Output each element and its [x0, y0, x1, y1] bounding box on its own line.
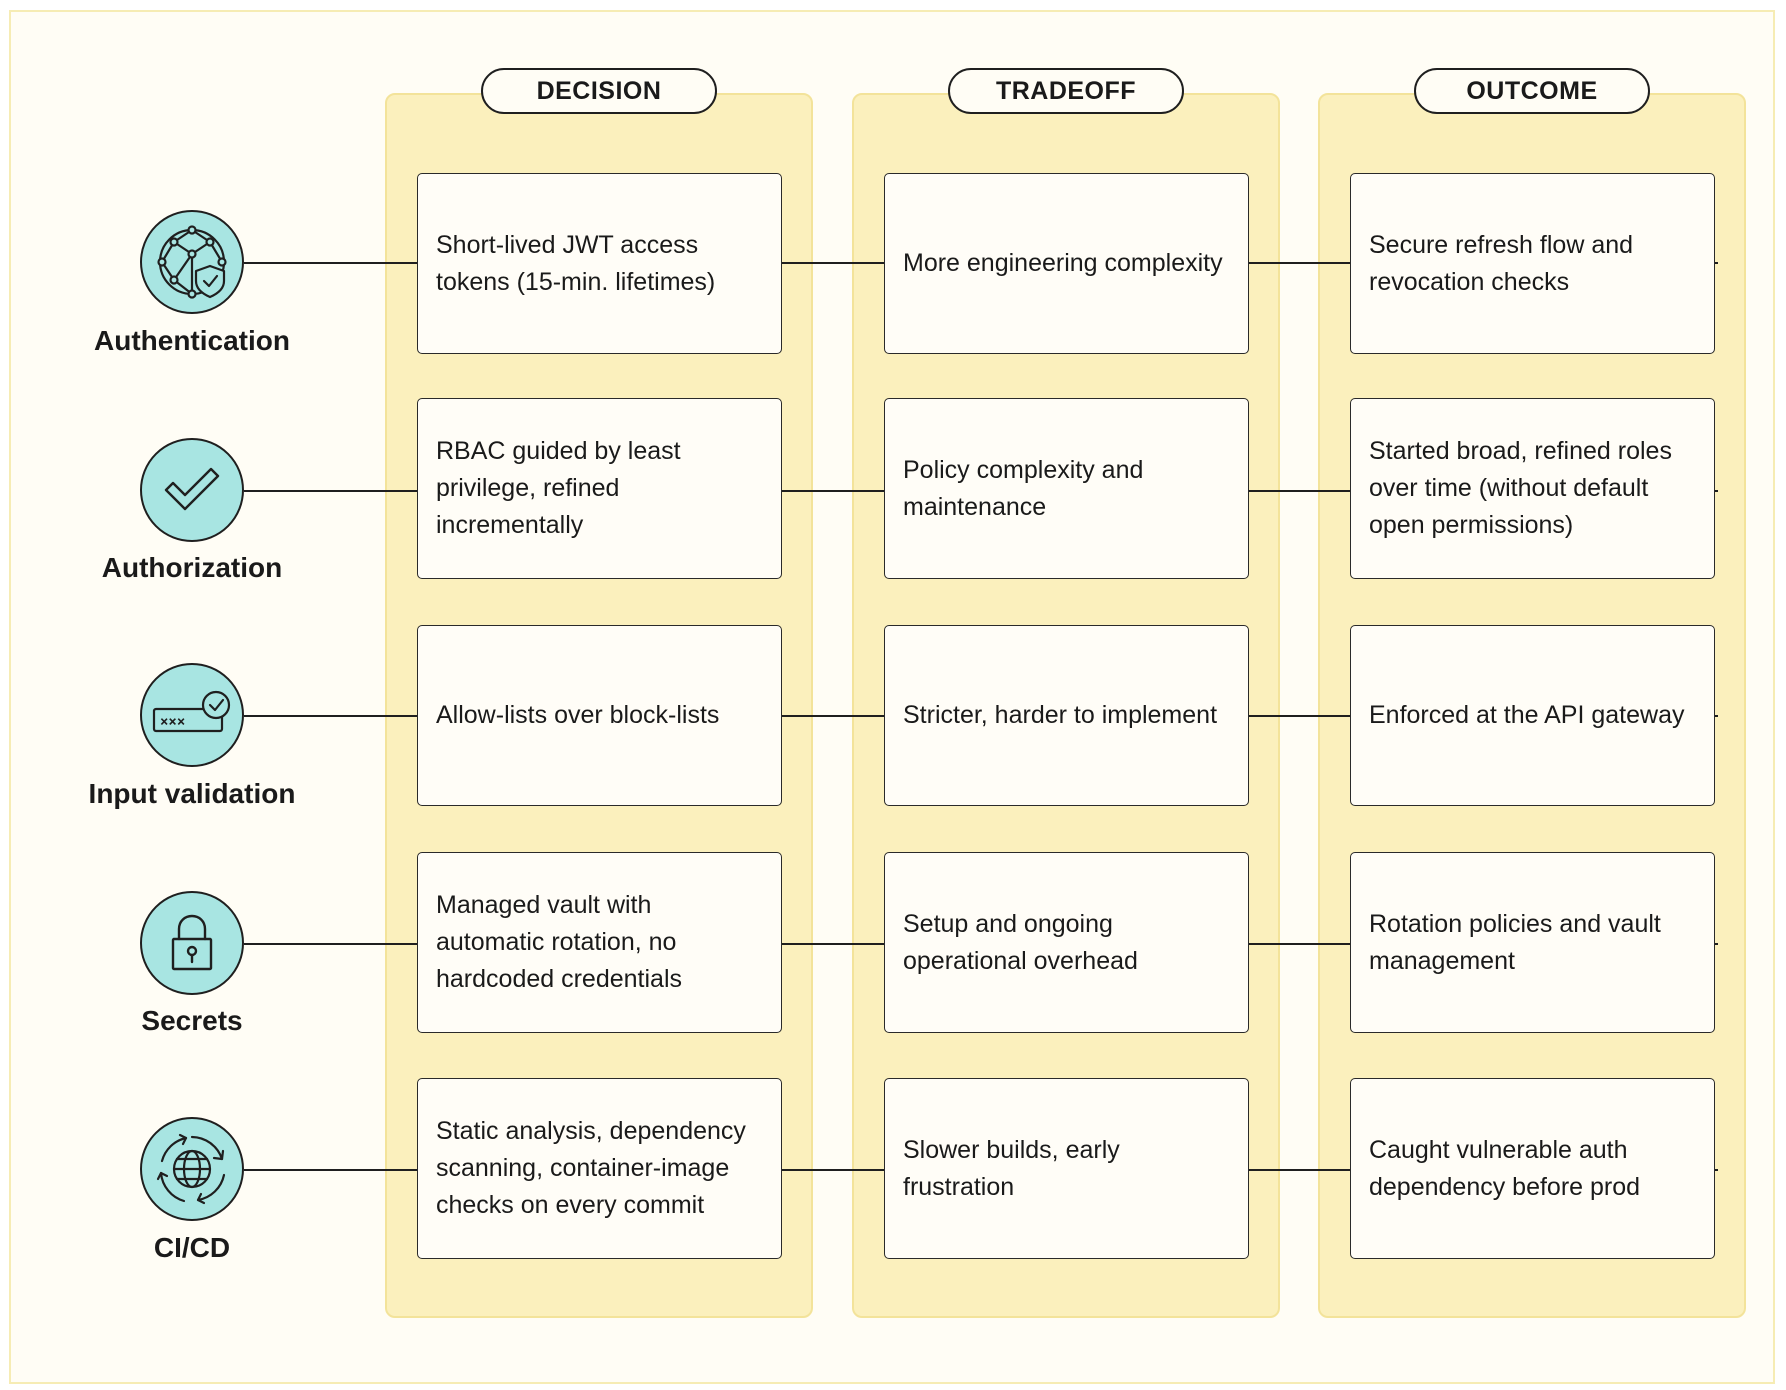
outcome-card: Rotation policies and vault management	[1350, 852, 1715, 1033]
tradeoff-text: Policy complexity and maintenance	[903, 455, 1144, 521]
password-field-check-icon: ×××	[140, 663, 244, 767]
svg-text:×××: ×××	[160, 714, 185, 730]
row-label-secrets: Secrets	[141, 1005, 243, 1036]
checkmark-icon	[140, 438, 244, 542]
decision-card: Managed vault with automatic rotation, n…	[417, 852, 782, 1033]
decision-text: Short-lived JWT access tokens (15-min. l…	[436, 230, 716, 296]
outcome-text: Started broad, refined roles over time (…	[1369, 437, 1672, 539]
row-label-authentication: Authentication	[94, 325, 290, 356]
outcome-card: Secure refresh flow and revocation check…	[1350, 173, 1715, 354]
outcome-text: Secure refresh flow and revocation check…	[1369, 230, 1634, 296]
decision-card: Short-lived JWT access tokens (15-min. l…	[417, 173, 782, 354]
tradeoff-card: Slower builds, early frustration	[884, 1078, 1249, 1259]
tradeoff-card: Policy complexity and maintenance	[884, 398, 1249, 579]
decision-text: Managed vault with automatic rotation, n…	[436, 891, 682, 993]
outcome-text: Enforced at the API gateway	[1369, 701, 1685, 729]
tradeoff-text: Setup and ongoing operational overhead	[903, 909, 1138, 975]
tradeoff-header: TRADEOFF	[948, 68, 1184, 114]
row-label-ci-cd: CI/CD	[153, 1232, 231, 1263]
row-label-input-validation: Input validation	[88, 778, 296, 809]
globe-cycle-icon	[140, 1117, 244, 1221]
tradeoff-text: More engineering complexity	[903, 249, 1223, 277]
outcome-card: Started broad, refined roles over time (…	[1350, 398, 1715, 579]
decision-header: DECISION	[481, 68, 717, 114]
network-shield-icon	[140, 210, 244, 314]
tradeoff-card: More engineering complexity	[884, 173, 1249, 354]
decision-card: Static analysis, dependency scanning, co…	[417, 1078, 782, 1259]
outcome-header: OUTCOME	[1414, 68, 1650, 114]
decision-card: Allow-lists over block-lists	[417, 625, 782, 806]
tradeoff-card: Setup and ongoing operational overhead	[884, 852, 1249, 1033]
decision-card: RBAC guided by least privilege, refined …	[417, 398, 782, 579]
outcome-text: Rotation policies and vault management	[1369, 909, 1661, 975]
padlock-icon	[140, 891, 244, 995]
decision-text: Static analysis, dependency scanning, co…	[436, 1117, 746, 1219]
outcome-card: Enforced at the API gateway	[1350, 625, 1715, 806]
decision-text: RBAC guided by least privilege, refined …	[436, 437, 681, 539]
tradeoff-text: Slower builds, early frustration	[903, 1135, 1120, 1201]
decision-text: Allow-lists over block-lists	[436, 701, 720, 729]
outcome-text: Caught vulnerable auth dependency before…	[1369, 1135, 1641, 1201]
tradeoff-text: Stricter, harder to implement	[903, 701, 1218, 729]
row-label-authorization: Authorization	[101, 552, 283, 583]
tradeoff-card: Stricter, harder to implement	[884, 625, 1249, 806]
outcome-card: Caught vulnerable auth dependency before…	[1350, 1078, 1715, 1259]
